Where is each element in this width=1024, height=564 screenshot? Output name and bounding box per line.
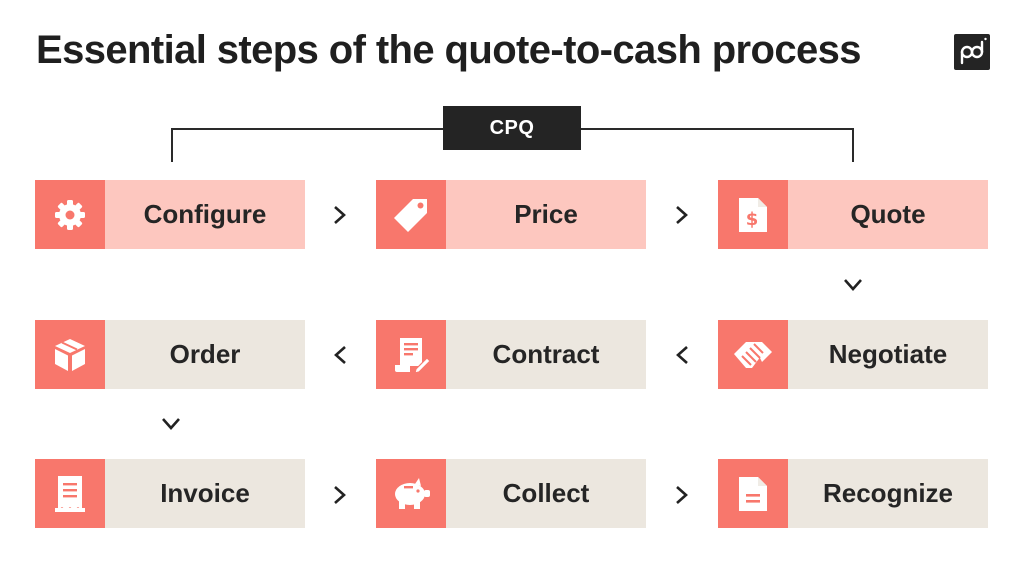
step-invoice: Invoice: [35, 459, 305, 528]
step-label: Invoice: [105, 459, 305, 528]
cpq-bracket: [171, 128, 854, 162]
step-order: Order: [35, 320, 305, 389]
step-label: Price: [446, 180, 646, 249]
step-collect: Collect: [376, 459, 646, 528]
step-quote: $ Quote: [718, 180, 988, 249]
step-label: Contract: [446, 320, 646, 389]
step-label: Collect: [446, 459, 646, 528]
chevron-right-icon: [334, 486, 346, 504]
piggy-bank-icon: [376, 459, 446, 528]
receipt-icon: [35, 459, 105, 528]
step-negotiate: Negotiate: [718, 320, 988, 389]
price-tag-icon: [376, 180, 446, 249]
cpq-label: CPQ: [443, 106, 581, 150]
chevron-right-icon: [334, 206, 346, 224]
step-configure: Configure: [35, 180, 305, 249]
contract-pen-icon: [376, 320, 446, 389]
gear-icon: [35, 180, 105, 249]
chevron-left-icon: [676, 346, 688, 364]
package-icon: [35, 320, 105, 389]
step-contract: Contract: [376, 320, 646, 389]
chevron-down-icon: [162, 418, 180, 430]
handshake-icon: [718, 320, 788, 389]
chevron-down-icon: [844, 279, 862, 291]
page-title: Essential steps of the quote-to-cash pro…: [36, 28, 862, 72]
chevron-right-icon: [676, 206, 688, 224]
brand-logo: [954, 34, 990, 70]
dollar-document-icon: $: [718, 180, 788, 249]
chevron-right-icon: [676, 486, 688, 504]
step-recognize: Recognize: [718, 459, 988, 528]
step-label: Order: [105, 320, 305, 389]
step-label: Negotiate: [788, 320, 988, 389]
step-label: Quote: [788, 180, 988, 249]
step-price: Price: [376, 180, 646, 249]
chevron-left-icon: [334, 346, 346, 364]
step-label: Recognize: [788, 459, 988, 528]
svg-text:$: $: [746, 209, 759, 230]
document-icon: [718, 459, 788, 528]
step-label: Configure: [105, 180, 305, 249]
